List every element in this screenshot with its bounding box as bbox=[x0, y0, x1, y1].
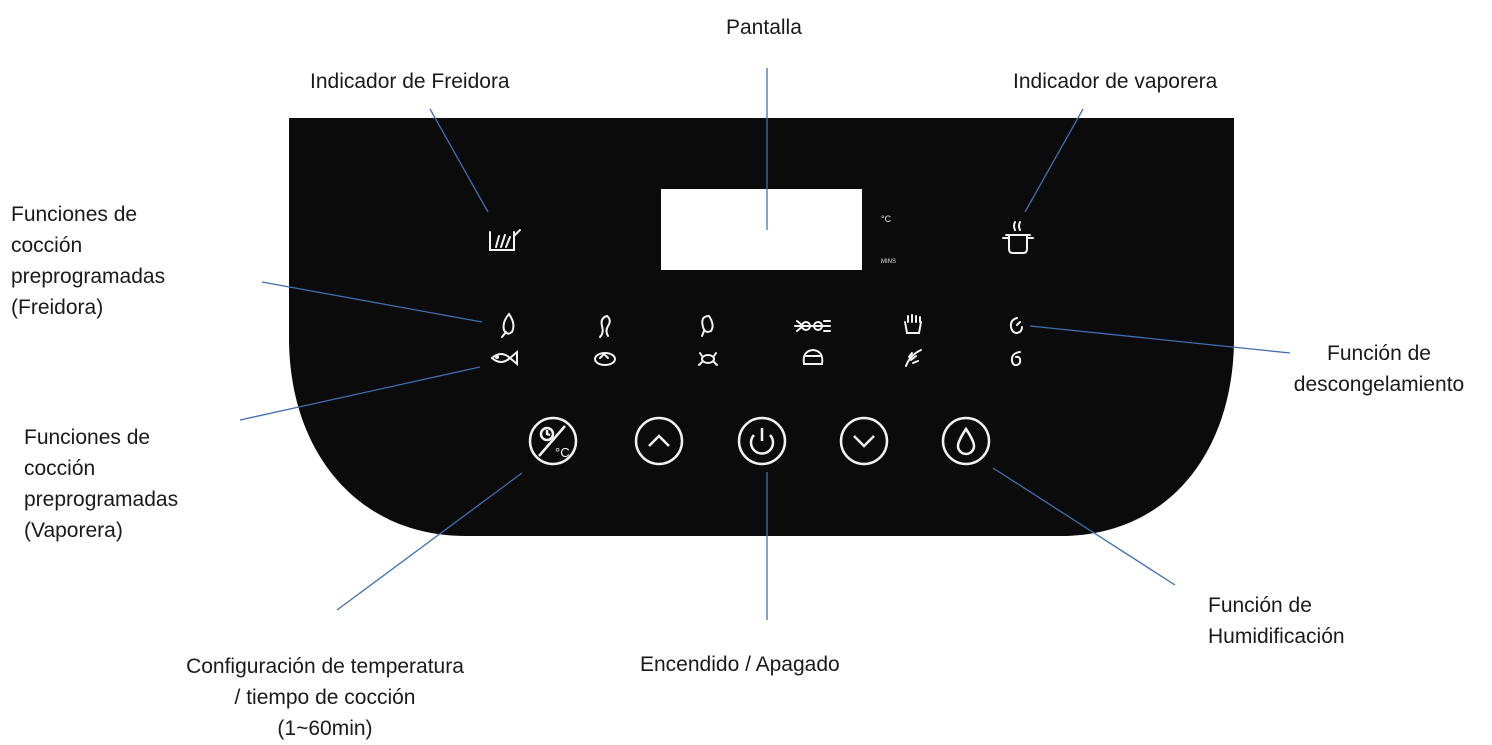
leader-line-freidora bbox=[429, 108, 489, 213]
shrimp-icon[interactable] bbox=[599, 315, 611, 338]
fryer-preset-row bbox=[501, 312, 1023, 338]
label-indicador-vaporera: Indicador de vaporera bbox=[1013, 70, 1218, 93]
chevron-down-icon bbox=[853, 435, 875, 448]
leader-lines bbox=[239, 68, 1291, 620]
fish-icon[interactable] bbox=[490, 349, 518, 367]
water-drop-icon bbox=[956, 426, 976, 456]
label-humidificacion: Función de Humidificación bbox=[1208, 594, 1345, 648]
display-screen bbox=[661, 189, 862, 270]
leader-line-humidificacion bbox=[992, 467, 1176, 586]
dumpling-icon[interactable] bbox=[594, 352, 616, 366]
drumstick-icon[interactable] bbox=[701, 314, 714, 337]
label-indicador-freidora: Indicador de Freidora bbox=[310, 70, 510, 93]
label-configuracion: Configuración de temperatura / tiempo de… bbox=[186, 655, 464, 740]
temp-time-icon: °C bbox=[538, 425, 570, 460]
power-icon bbox=[749, 428, 775, 455]
label-pantalla: Pantalla bbox=[726, 16, 802, 39]
mins-unit: MINS bbox=[881, 259, 896, 265]
svg-text:°C: °C bbox=[555, 445, 570, 460]
label-funciones-vaporera: Funciones de cocción preprogramadas (Vap… bbox=[24, 426, 179, 542]
crab-icon[interactable] bbox=[698, 352, 718, 366]
defrost-icon[interactable] bbox=[1009, 317, 1023, 335]
celsius-unit: °C bbox=[881, 214, 892, 224]
down-button[interactable] bbox=[839, 416, 889, 466]
french-fries-icon[interactable] bbox=[904, 314, 922, 334]
label-encendido: Encendido / Apagado bbox=[640, 653, 840, 676]
leader-line-configuracion bbox=[336, 472, 523, 611]
chicken-leg-icon[interactable] bbox=[501, 312, 515, 338]
steam-swirl-icon[interactable] bbox=[1010, 351, 1022, 367]
up-button[interactable] bbox=[634, 416, 684, 466]
leader-line-funciones-vaporera bbox=[239, 366, 481, 421]
leader-line-vaporera bbox=[1024, 108, 1084, 213]
vegetable-icon[interactable] bbox=[905, 349, 922, 367]
steam-pot-icon bbox=[1002, 221, 1034, 254]
leader-line-funciones-freidora bbox=[261, 281, 483, 323]
label-funciones-freidora: Funciones de cocción preprogramadas (Fre… bbox=[11, 203, 166, 319]
humidify-button[interactable] bbox=[941, 416, 991, 466]
steamer-preset-row bbox=[490, 348, 1022, 367]
leader-line-descongelamiento bbox=[1029, 325, 1291, 354]
power-button[interactable] bbox=[737, 416, 787, 466]
chevron-up-icon bbox=[648, 434, 670, 447]
fryer-basket-icon bbox=[489, 229, 521, 251]
label-descongelamiento: Función de descongelamiento bbox=[1293, 342, 1465, 396]
bun-icon[interactable] bbox=[802, 348, 824, 365]
temp-time-button[interactable]: °C bbox=[528, 416, 578, 466]
control-panel bbox=[289, 118, 1234, 536]
skewer-icon[interactable] bbox=[794, 320, 831, 332]
